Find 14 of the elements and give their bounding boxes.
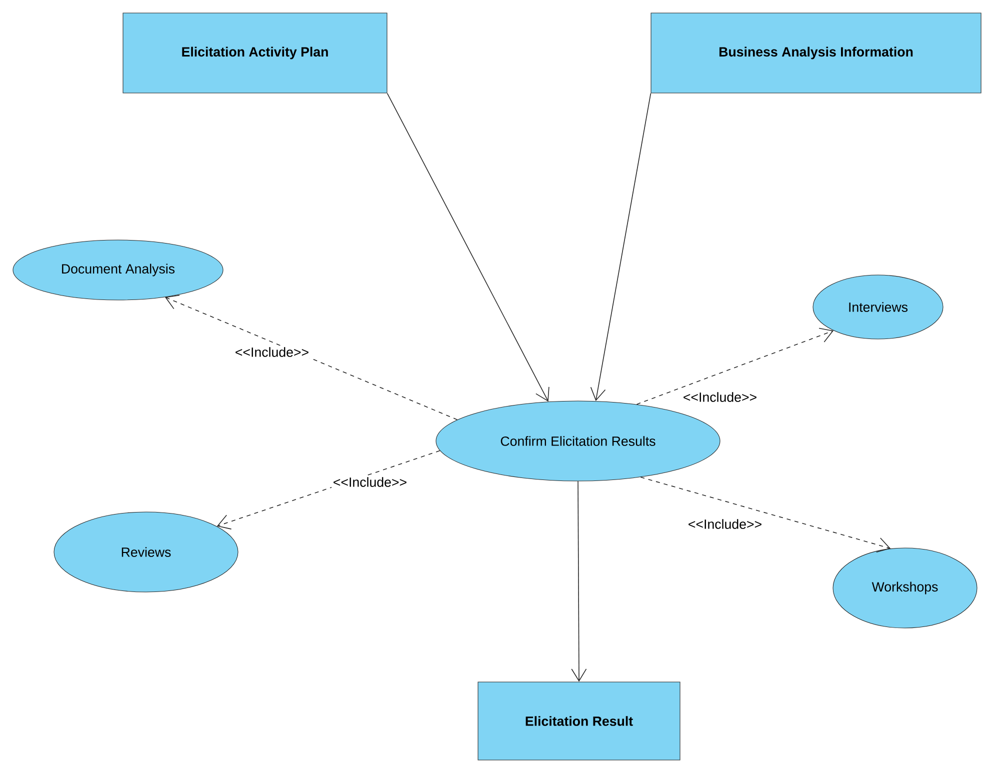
- edge-label: <<Include>>: [234, 346, 310, 358]
- process-box: Business Analysis Information: [650, 12, 982, 94]
- edge-label: <<Include>>: [682, 390, 758, 404]
- arrow: [216, 450, 440, 530]
- arrow: [164, 294, 458, 420]
- edge-label: <<Include>>: [332, 476, 408, 488]
- arrow: [590, 92, 652, 402]
- arrow: [636, 328, 834, 405]
- process-box: Elicitation Activity Plan: [122, 12, 388, 94]
- arrow: [571, 480, 587, 682]
- arrow: [386, 92, 550, 402]
- arrow: [640, 476, 891, 552]
- process-box: Elicitation Result: [478, 682, 680, 760]
- edge-label: <<Include>>: [686, 518, 764, 530]
